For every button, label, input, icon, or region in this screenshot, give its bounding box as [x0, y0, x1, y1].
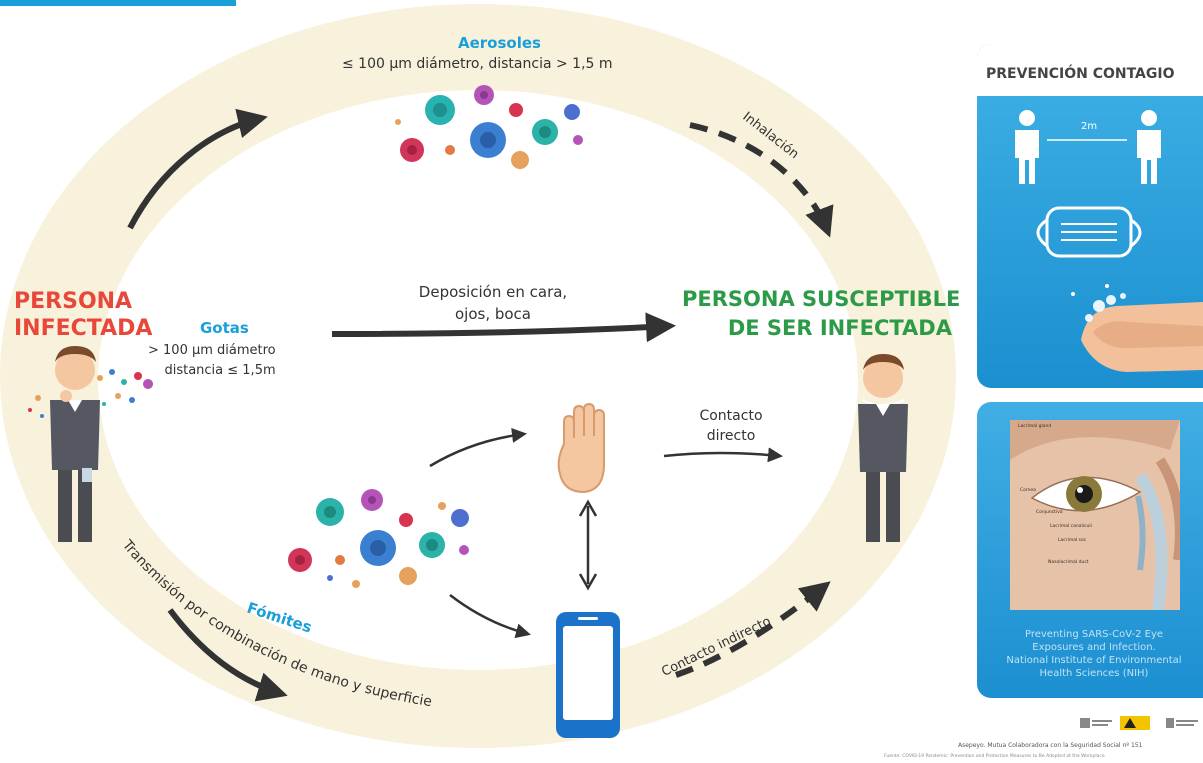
contacto-directo-line2: directo: [706, 428, 756, 444]
handwashing-icon: [1071, 284, 1203, 372]
virus-to-hand-arrow: [429, 428, 527, 468]
eye-label: Conjunctiva: [1036, 510, 1063, 515]
logo-strip: [1080, 716, 1198, 730]
header-tab: [0, 0, 236, 6]
eye-label: Lacrimal canaliculi: [1050, 524, 1092, 529]
direct-contact-arrow: [663, 447, 783, 463]
aerosoles-description: ≤ 100 µm diámetro, distancia > 1,5 m: [342, 56, 613, 72]
aerosol-virus-cluster: [395, 85, 583, 169]
fomite-arrow: [167, 608, 288, 702]
prevention-title: PREVENCIÓN CONTAGIO: [986, 66, 1175, 82]
gotas-line2: distancia ≤ 1,5m: [164, 363, 276, 378]
gotas-description: > 100 µm diámetro distancia ≤ 1,5m: [148, 341, 276, 381]
susceptible-line2: DE SER INFECTADA: [727, 316, 952, 340]
deposicion-line1: Deposición en cara,: [418, 283, 568, 301]
indirect-contact-arrow: [675, 581, 831, 678]
nih-caption-line3: National Institute of Environmental: [1006, 655, 1182, 666]
mask-icon: [1036, 206, 1142, 258]
gotas-line1: > 100 µm diámetro: [148, 343, 276, 358]
footer-credit: Asepeyo. Mutua Colaboradora con la Segur…: [958, 742, 1143, 749]
infected-label-line1: PERSONA: [14, 289, 133, 314]
susceptible-label: PERSONA SUSCEPTIBLE DE SER INFECTADA: [682, 285, 961, 343]
aerosol-emission-arrow: [127, 108, 268, 230]
footer-source: Fuente: COVID-19 Pandemic: Prevention an…: [884, 754, 1105, 759]
susceptible-line1: PERSONA SUSCEPTIBLE: [682, 287, 961, 311]
transmission-ring: [0, 4, 956, 748]
eye-label: Lacrimal gland: [1018, 424, 1052, 429]
deposition-arrow: [331, 312, 676, 343]
aerosoles-title: Aerosoles: [458, 34, 541, 52]
eye-anatomy-illustration: [1010, 420, 1180, 610]
phone-icon: [556, 612, 620, 738]
prevention-panel-header: [977, 44, 1203, 96]
person-icon: [1015, 110, 1039, 184]
eye-label: Cornea: [1020, 488, 1037, 493]
eye-label: Nasolacrimal duct: [1048, 560, 1089, 565]
contacto-directo-label: Contacto directo: [676, 406, 786, 446]
susceptible-person-figure: [858, 354, 908, 542]
distance-label: 2m: [1081, 121, 1098, 132]
asepeyo-logo: [1120, 716, 1150, 730]
infected-label-line2: INFECTADA: [14, 316, 153, 341]
nih-caption-line2: Exposures and Infection.: [1032, 642, 1156, 653]
nih-caption-line4: Health Sciences (NIH): [1039, 668, 1149, 679]
hand-phone-double-arrow: [578, 499, 598, 591]
hand-icon: [557, 402, 605, 494]
deposicion-line2: ojos, boca: [454, 305, 531, 323]
ministry-logo: [1080, 718, 1112, 728]
social-security-logo: [1166, 718, 1198, 728]
gotas-title: Gotas: [200, 319, 249, 337]
virus-to-phone-arrow: [449, 594, 531, 639]
eye-label: Lacrimal sac: [1058, 538, 1087, 543]
person-icon: [1137, 110, 1161, 184]
prevention-icons: [1015, 110, 1203, 372]
infected-label: PERSONA INFECTADA: [14, 288, 152, 342]
infected-person-figure: [28, 346, 153, 542]
inhalation-arrow: [689, 122, 834, 238]
fomite-virus-cluster: [288, 489, 469, 588]
deposicion-label: Deposición en cara, ojos, boca: [388, 281, 598, 325]
contacto-directo-line1: Contacto: [699, 408, 763, 424]
nih-caption: Preventing SARS-CoV-2 Eye Exposures and …: [985, 628, 1203, 680]
nih-caption-line1: Preventing SARS-CoV-2 Eye: [1024, 629, 1164, 640]
